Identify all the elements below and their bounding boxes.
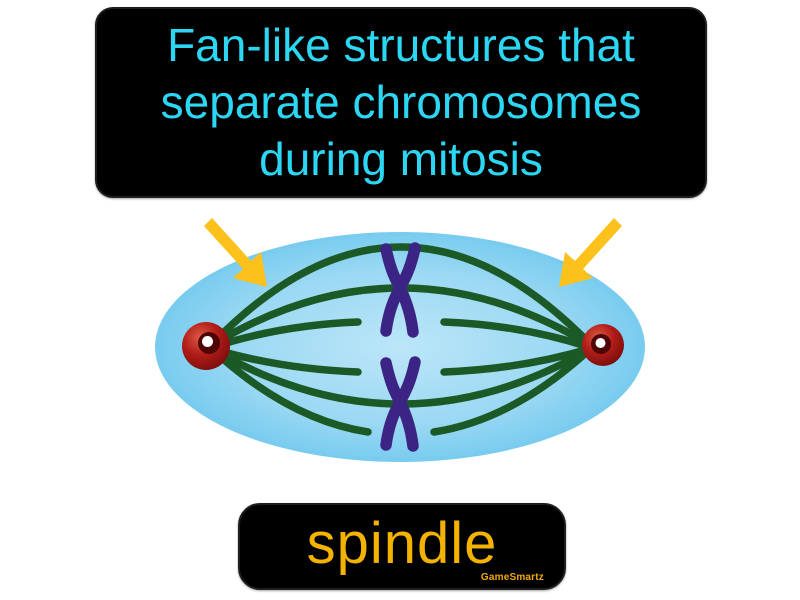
watermark: GameSmartz xyxy=(480,572,544,583)
term-card: spindle GameSmartz xyxy=(238,503,566,590)
spindle-fiber xyxy=(209,243,593,347)
pointer-arrow-right-icon xyxy=(559,218,622,287)
chromatid xyxy=(380,242,421,337)
term-label: spindle xyxy=(306,510,498,576)
spindle-fiber xyxy=(430,347,592,436)
definition-line-2: separate chromosomes xyxy=(160,76,642,128)
definition-line-1: Fan-like structures that xyxy=(167,19,635,71)
centrosome-right xyxy=(582,324,624,366)
chromosome-top xyxy=(380,242,421,338)
centrosome-dot xyxy=(595,338,606,348)
chromatid xyxy=(380,356,421,451)
spindle-fiber xyxy=(440,318,593,351)
definition-card: Fan-like structures that separate chromo… xyxy=(95,7,707,198)
pointer-arrow-left-icon xyxy=(204,218,267,287)
spindle-fiber xyxy=(210,347,372,436)
chromosome-bottom xyxy=(380,356,421,452)
centrosome-left xyxy=(182,322,230,370)
definition-line-3: during mitosis xyxy=(259,133,543,185)
spindle-fiber xyxy=(440,345,593,376)
centrosome-dot xyxy=(202,336,213,347)
